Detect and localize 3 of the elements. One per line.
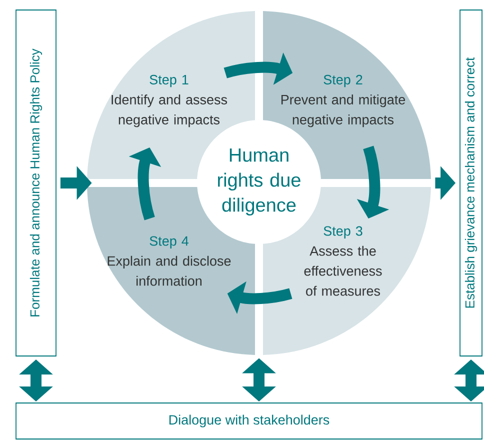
vertical-bar-box: Establish grievance mechanism and correct bbox=[460, 10, 482, 356]
vertical-bar-box: Formulate and announce Human Rights Policy bbox=[16, 10, 56, 356]
bottom-band-box: Dialogue with stakeholders bbox=[16, 402, 482, 440]
